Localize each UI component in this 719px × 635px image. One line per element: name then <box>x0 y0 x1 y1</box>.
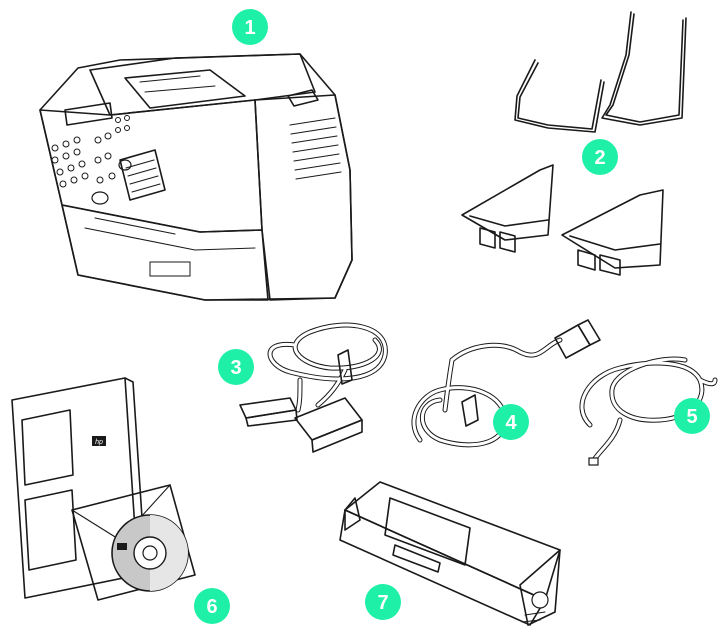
paper-supports-and-trays-icon <box>462 12 686 275</box>
callout-2-label: 2 <box>594 147 605 169</box>
callout-4-label: 4 <box>505 412 517 434</box>
callout-1-label: 1 <box>244 17 255 39</box>
fax-machine-icon <box>40 54 352 300</box>
callout-3-label: 3 <box>230 357 241 379</box>
callout-6: 6 <box>194 588 230 624</box>
callout-7: 7 <box>365 584 401 620</box>
callout-5-label: 5 <box>686 406 697 428</box>
parallel-cable-icon <box>240 325 385 452</box>
svg-text:hp: hp <box>95 439 103 446</box>
callout-6-label: 6 <box>206 596 217 618</box>
callout-1: 1 <box>232 9 268 45</box>
callout-3: 3 <box>218 349 254 385</box>
callout-2: 2 <box>582 139 618 175</box>
callout-7-label: 7 <box>377 592 388 614</box>
documentation-and-cd-icon: hp <box>12 378 195 600</box>
callout-5: 5 <box>674 398 710 434</box>
callout-4: 4 <box>493 404 529 440</box>
